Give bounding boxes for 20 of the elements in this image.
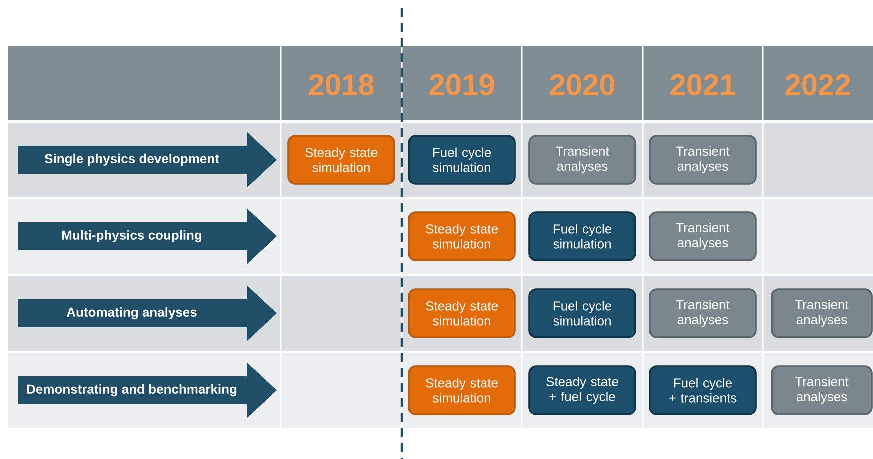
process-box: Fuel cycle + transients <box>649 366 757 416</box>
process-box: Transient analyses <box>528 135 636 185</box>
process-box: Fuel cycle simulation <box>528 212 636 262</box>
year-heading: 2018 <box>309 74 374 96</box>
year-heading: 2020 <box>550 74 615 96</box>
year-heading: 2021 <box>670 74 736 96</box>
process-box: Steady state simulation <box>408 288 516 338</box>
process-box: Transient analyses <box>649 135 757 185</box>
process-box: Steady state simulation <box>288 135 396 185</box>
process-box: Fuel cycle simulation <box>408 135 516 185</box>
process-box: Transient analyses <box>771 366 873 416</box>
process-box: Transient analyses <box>649 288 757 338</box>
year-heading: 2022 <box>786 74 850 96</box>
year-heading: 2019 <box>430 74 494 96</box>
process-box: Fuel cycle simulation <box>528 288 636 338</box>
process-box: Steady state + fuel cycle <box>528 366 636 416</box>
process-box: Transient analyses <box>649 212 757 262</box>
process-box: Steady state simulation <box>408 366 516 416</box>
process-box: Transient analyses <box>771 288 873 338</box>
process-box: Steady state simulation <box>408 212 516 262</box>
